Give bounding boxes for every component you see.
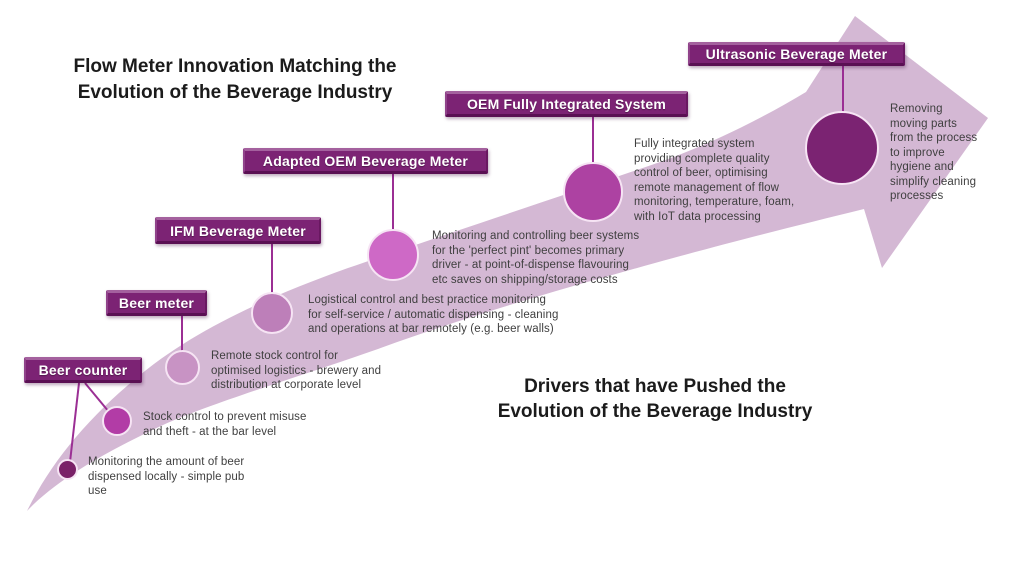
title-innovation: Flow Meter Innovation Matching the Evolu… [73, 56, 397, 103]
milestone-circle-stock-control [102, 406, 132, 436]
milestone-description-ifm: Logistical control and best practice mon… [308, 294, 559, 335]
milestone-description-beer-counter: Monitoring the amount of beer dispensed … [88, 456, 245, 497]
milestone-circle-beer-meter [165, 350, 200, 385]
connector-lines [69, 66, 844, 463]
milestone-circle-ultrasonic [805, 111, 879, 185]
milestone-circle-oem-fully [563, 162, 623, 222]
milestone-label-ultrasonic: Ultrasonic Beverage Meter [688, 42, 905, 66]
milestone-description-stock-control: Stock control to prevent misuse and thef… [143, 411, 307, 438]
evolution-arrow-shape [27, 16, 988, 511]
title-drivers: Drivers that have Pushed the Evolution o… [497, 376, 813, 422]
milestone-label-adapted-oem: Adapted OEM Beverage Meter [243, 148, 488, 174]
connector-beer-counter-a [69, 382, 80, 463]
milestone-description-beer-meter: Remote stock control for optimised logis… [211, 350, 382, 391]
milestone-circle-adapted-oem [367, 229, 419, 281]
milestone-label-beer-meter: Beer meter [106, 290, 207, 316]
milestone-circle-ifm [251, 292, 293, 334]
connector-beer-counter-b [84, 382, 110, 413]
milestone-label-ifm: IFM Beverage Meter [155, 217, 321, 244]
milestone-description-oem-fully: Fully integrated system providing comple… [634, 138, 795, 223]
milestone-label-beer-counter: Beer counter [24, 357, 142, 383]
milestone-description-adapted-oem: Monitoring and controlling beer systems … [432, 230, 640, 286]
milestone-description-ultrasonic: Removing moving parts from the process t… [890, 103, 978, 202]
milestone-label-oem-fully: OEM Fully Integrated System [445, 91, 688, 117]
milestone-circle-beer-counter [57, 459, 78, 480]
